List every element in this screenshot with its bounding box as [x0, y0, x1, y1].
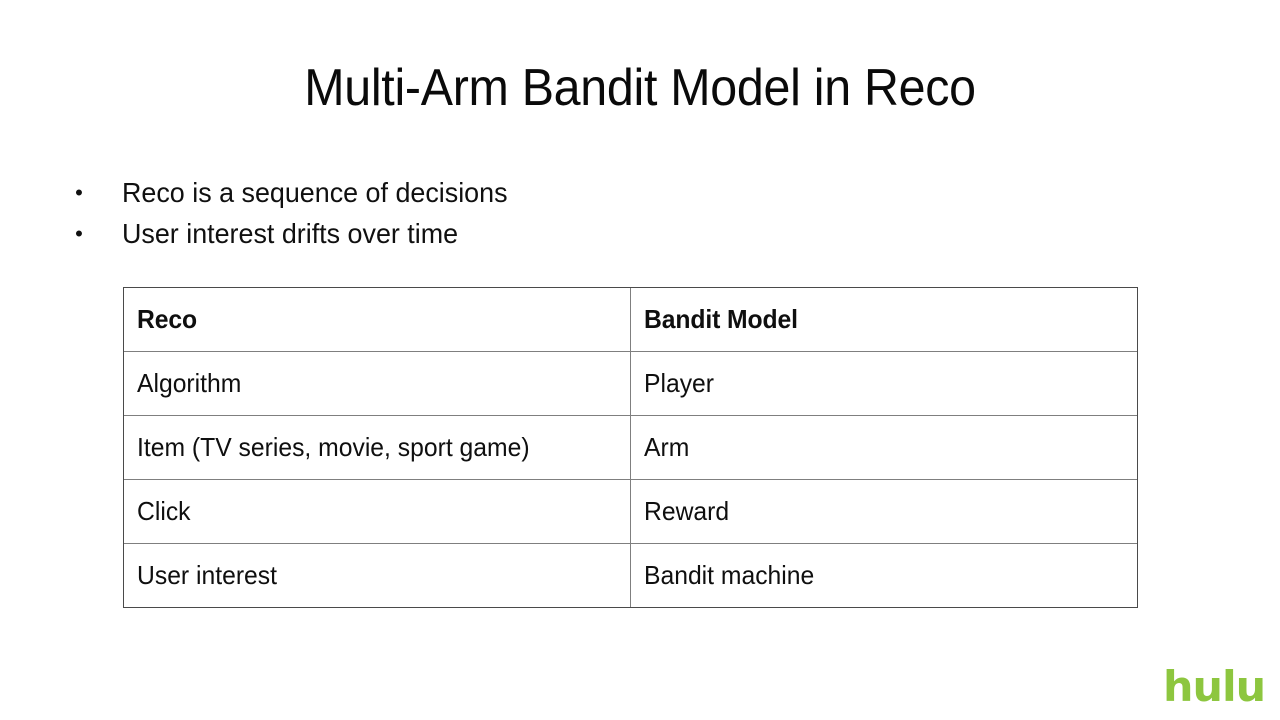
bullet-text: Reco is a sequence of decisions — [122, 177, 508, 208]
bullet-point-icon: • — [75, 180, 83, 205]
table-cell-reco: Item (TV series, movie, sport game) — [123, 415, 631, 480]
table-cell-value: Player — [644, 368, 715, 398]
list-item: • User interest drifts over time — [62, 213, 962, 254]
list-item: • Reco is a sequence of decisions — [62, 172, 962, 213]
table-cell-reco: Algorithm — [123, 351, 631, 416]
bullet-point-icon: • — [75, 221, 83, 246]
bullet-text: User interest drifts over time — [122, 218, 459, 249]
table-cell-value: Item (TV series, movie, sport game) — [137, 432, 530, 462]
comparison-table: Reco Bandit Model Algorithm Player Item … — [123, 287, 1138, 608]
table-header-cell-bandit-model: Bandit Model — [630, 287, 1138, 352]
table-cell-value: Click — [137, 496, 191, 526]
table-cell-reco: Click — [123, 479, 631, 544]
table-cell-value: Arm — [644, 432, 690, 462]
table-header-cell-reco: Reco — [123, 287, 631, 352]
table-row: User interest Bandit machine — [123, 543, 1138, 608]
table-row: Algorithm Player — [123, 351, 1138, 416]
table-cell-value: Algorithm — [137, 368, 242, 398]
table-header-row: Reco Bandit Model — [123, 287, 1138, 352]
table-cell-reco: User interest — [123, 543, 631, 608]
table-cell-bandit: Arm — [630, 415, 1138, 480]
table-cell-bandit: Reward — [630, 479, 1138, 544]
table-header-label: Bandit Model — [644, 304, 798, 334]
hulu-logo: hulu — [1163, 662, 1266, 711]
table-row: Click Reward — [123, 479, 1138, 544]
table-cell-bandit: Bandit machine — [630, 543, 1138, 608]
table-cell-value: Bandit machine — [644, 560, 815, 590]
table-cell-value: Reward — [644, 496, 730, 526]
table-cell-bandit: Player — [630, 351, 1138, 416]
table-header-label: Reco — [137, 304, 198, 334]
bullet-list: • Reco is a sequence of decisions • User… — [62, 172, 962, 254]
table-cell-value: User interest — [137, 560, 278, 590]
page-title: Multi-Arm Bandit Model in Reco — [304, 58, 976, 117]
table-row: Item (TV series, movie, sport game) Arm — [123, 415, 1138, 480]
